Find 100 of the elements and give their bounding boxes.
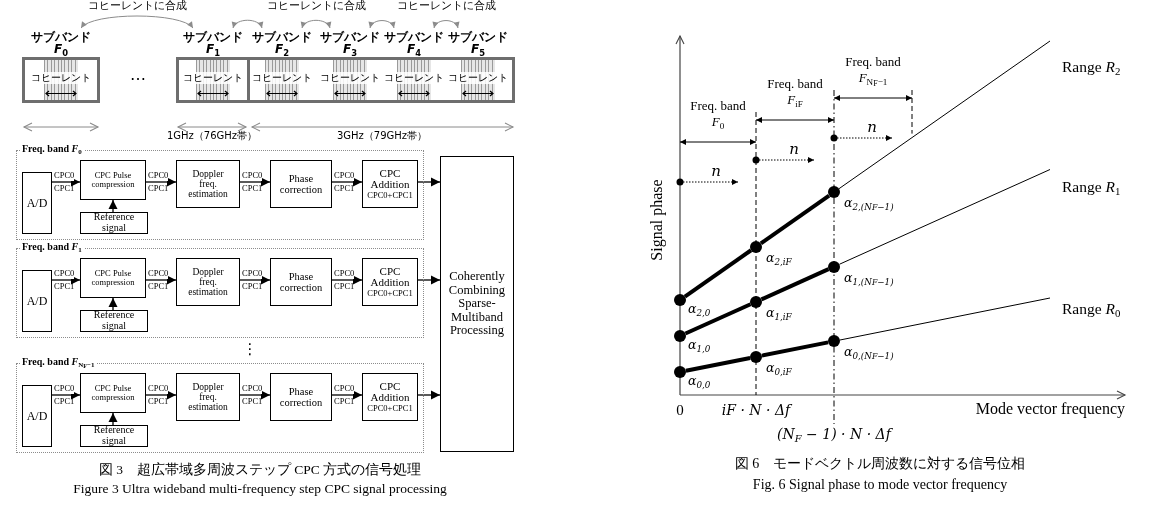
signal-label: CPC1 <box>334 282 355 292</box>
signal-label: CPC1 <box>54 184 75 194</box>
group-title: Freq. band F$_{0}$ <box>20 143 84 155</box>
range-label: Range R$_{0}$ <box>1062 300 1121 318</box>
range-label: Range R$_{2}$ <box>1062 58 1121 76</box>
process-box <box>80 425 148 447</box>
edge-label: CPC0 <box>242 171 263 181</box>
edge-label: コヒーレントに合成 <box>87 0 187 13</box>
range-line <box>683 248 753 299</box>
arrow <box>51 390 81 400</box>
edge-label: CPC0 <box>334 171 355 181</box>
edge-label: CPC0 <box>148 269 169 279</box>
dimension-label: Freq. band F$_{0}$ <box>689 98 747 130</box>
range-label: Range R$_{1}$ <box>1062 178 1121 196</box>
range-line <box>760 267 830 302</box>
signal-label: CPC1 <box>242 397 263 407</box>
process-box <box>440 156 514 452</box>
range-line <box>761 340 829 358</box>
range-line <box>838 40 1051 190</box>
edge-label: CPC0 <box>334 269 355 279</box>
process-box <box>362 373 418 421</box>
arrow <box>108 199 118 213</box>
process-box <box>362 258 418 306</box>
subband-label: サブバンド F$_{4}$ <box>383 31 445 55</box>
subband-label: サブバンド F$_{1}$ <box>182 31 244 55</box>
dimension-label: Freq. band F$_{iF}$ <box>766 76 824 108</box>
edge-label: CPC0 <box>54 171 75 181</box>
process-box <box>270 160 332 208</box>
signal-label: CPC1 <box>148 397 169 407</box>
box-label: Doppler freq. estimation <box>187 168 229 200</box>
edge-label: CPC0 <box>148 171 169 181</box>
box-label: Doppler freq. estimation <box>187 381 229 413</box>
arrow <box>145 390 177 400</box>
box-label: CPC Addition <box>369 167 411 192</box>
arrow <box>51 177 81 187</box>
process-box <box>22 172 52 234</box>
subband-label: サブバンド F$_{5}$ <box>447 31 509 55</box>
group-title: Freq. band F$_{1}$ <box>20 241 84 253</box>
point-label: α$_{2,iF}$ <box>766 249 792 265</box>
box-label: CPC Addition <box>369 380 411 405</box>
box-label: Coherently Combining Sparse-Multiband Processing <box>447 270 507 338</box>
arrow <box>239 177 271 187</box>
process-box <box>80 258 146 298</box>
point-label: α$_{1,0}$ <box>688 337 711 352</box>
caption: Figure 3 Ultra wideband multi-frequency step CPC signal processing <box>73 481 447 497</box>
process-box <box>270 373 332 421</box>
range-line <box>759 194 831 245</box>
range-line <box>838 169 1051 265</box>
arrow <box>51 275 81 285</box>
dimension-label: 3GHz（79GHz帯） <box>336 130 428 142</box>
process-box <box>176 373 240 421</box>
process-box <box>362 160 418 208</box>
ellipsis: ⋮ <box>242 342 258 357</box>
coherent-label: コヒーレント <box>319 72 381 84</box>
process-box <box>80 310 148 332</box>
box-label: CPC0+CPC1 <box>367 289 413 299</box>
coherent-label: コヒーレント <box>30 72 92 84</box>
subband-label: サブバンド F$_{0}$ <box>30 31 92 55</box>
signal-label: CPC1 <box>54 397 75 407</box>
arrow <box>331 177 363 187</box>
ellipsis: … <box>130 66 146 85</box>
subband-label: サブバンド F$_{3}$ <box>319 31 381 55</box>
curved-arrow <box>301 19 331 29</box>
coherent-label: コヒーレント <box>182 72 244 84</box>
box-label: Reference signal <box>92 425 136 447</box>
box-label: CPC Addition <box>369 265 411 290</box>
edge-label: CPC0 <box>242 269 263 279</box>
process-box <box>80 212 148 234</box>
coherent-label: コヒーレント <box>251 72 313 84</box>
curved-arrow <box>232 19 263 29</box>
process-box <box>270 258 332 306</box>
box-label: CPC0+CPC1 <box>367 404 413 414</box>
arrow <box>145 275 177 285</box>
step-label: n <box>711 164 721 179</box>
arrow <box>145 177 177 187</box>
box-label: CPC Pulse compression <box>90 170 136 190</box>
curved-arrow <box>433 20 459 29</box>
box-label: Phase correction <box>278 270 324 294</box>
curved-arrow <box>80 15 194 29</box>
process-box <box>176 160 240 208</box>
tick-label: 0 <box>676 402 684 420</box>
edge-label: CPC0 <box>148 384 169 394</box>
range-line <box>684 302 752 336</box>
process-box <box>80 373 146 413</box>
curved-arrow <box>369 20 395 29</box>
point-label: α$_{2,0}$ <box>688 301 711 316</box>
caption: 図 3 超広帯域多周波ステップ CPC 方式の信号処理 <box>98 462 422 478</box>
point-label: α$_{0,iF}$ <box>766 359 792 375</box>
arrow <box>417 390 441 400</box>
arrow <box>239 275 271 285</box>
subband-label: サブバンド F$_{2}$ <box>251 31 313 55</box>
edge-label: CPC0 <box>334 384 355 394</box>
caption: Fig. 6 Signal phase to mode vector frequency <box>752 477 1008 494</box>
process-box <box>176 258 240 306</box>
axis-title: Mode vector frequency <box>975 400 1125 419</box>
range-line <box>839 297 1051 341</box>
arrow <box>108 297 118 311</box>
range-line <box>685 356 751 373</box>
box-label: A/D <box>26 409 48 423</box>
process-box <box>22 385 52 447</box>
